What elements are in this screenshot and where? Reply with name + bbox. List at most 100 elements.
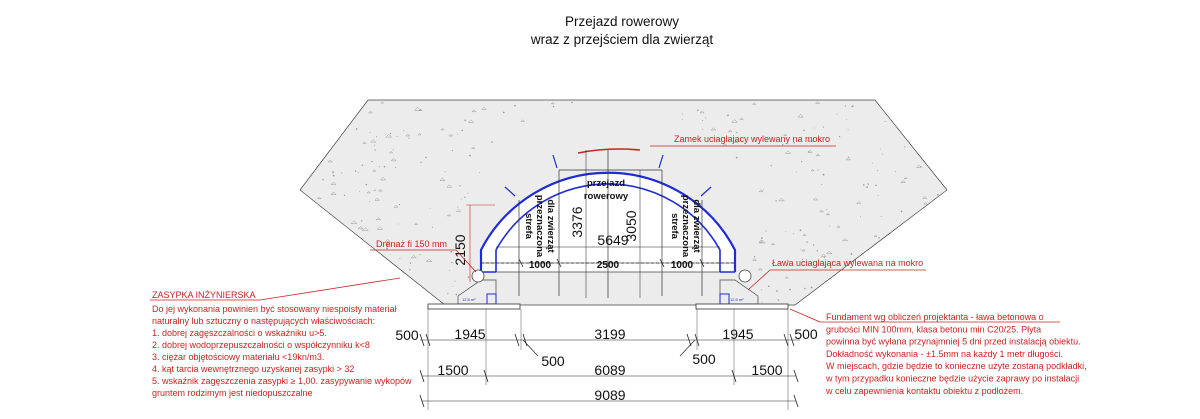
soil-speck — [863, 184, 865, 186]
backfill-notes: ZASYPKA INŻYNIERSKA Do jej wykonania pow… — [152, 290, 412, 398]
soil-speck — [736, 131, 738, 134]
soil-speck — [758, 189, 764, 193]
note-line: gruntem rodzimym jest niedopuszczalne — [152, 388, 313, 398]
soil-speck — [758, 239, 766, 244]
right-drain-pipe — [738, 269, 752, 283]
soil-speck — [873, 234, 878, 237]
soil-speck — [357, 226, 364, 230]
soil-speck — [409, 262, 412, 264]
soil-speck — [821, 183, 823, 186]
soil-speck — [408, 137, 410, 139]
soil-speck — [936, 193, 939, 196]
soil-speck — [757, 267, 763, 271]
soil-speck — [396, 135, 398, 138]
soil-speck — [375, 136, 378, 138]
soil-speck — [875, 184, 877, 186]
row1-right: 1945 — [722, 326, 753, 342]
left-drain-pipe — [471, 269, 485, 283]
right-footing-area-label: 12.5 m² — [730, 297, 744, 302]
soil-speck — [341, 172, 343, 174]
note-line: 5. wskaźnik zagęszczenia zasypki ≥ 1,00.… — [152, 376, 412, 386]
soil-speck — [782, 144, 784, 146]
note-line: Dokładność wykonania - ±1.5mm na każdy 1… — [826, 349, 1063, 359]
soil-speck — [838, 135, 841, 138]
soil-speck — [777, 299, 780, 302]
soil-speck — [479, 171, 480, 173]
soil-speck — [810, 286, 813, 289]
soil-speck — [550, 102, 555, 105]
soil-speck — [847, 129, 849, 131]
soil-speck — [797, 114, 804, 118]
note-line: 4. kąt tarcia wewnętrznego uzyskanej zas… — [152, 364, 354, 374]
soil-speck — [754, 256, 756, 258]
soil-speck — [758, 239, 764, 243]
soil-speck — [860, 216, 861, 218]
bench-label: Ława uciaglająca wylewana na mokro — [772, 258, 923, 268]
soil-speck — [372, 169, 377, 172]
soil-speck — [378, 166, 380, 168]
soil-speck — [502, 111, 505, 114]
soil-speck — [813, 127, 815, 129]
soil-speck — [697, 109, 699, 112]
row3-left: 1500 — [437, 362, 468, 378]
soil-speck — [362, 141, 367, 144]
soil-speck — [808, 138, 815, 143]
soil-speck — [359, 191, 360, 193]
soil-speck — [903, 176, 908, 179]
soil-speck — [514, 104, 516, 107]
soil-speck — [374, 149, 376, 151]
span-width: 5649 — [597, 232, 628, 248]
soil-speck — [374, 189, 376, 191]
soil-speck — [789, 288, 791, 291]
note-line: naturalny lub sztuczny o następujących w… — [152, 316, 375, 326]
soil-speck — [828, 225, 830, 227]
soil-speck — [699, 110, 705, 114]
backfill-callout-leader — [150, 277, 401, 301]
soil-speck — [900, 180, 906, 183]
soil-speck — [817, 169, 819, 171]
row2-right-step: 500 — [692, 351, 716, 367]
soil-speck — [836, 113, 838, 115]
soil-speck — [767, 285, 770, 288]
soil-speck — [332, 171, 334, 173]
soil-speck — [808, 151, 810, 153]
soil-speck — [386, 247, 388, 250]
soil-speck — [804, 287, 806, 290]
soil-speck — [467, 276, 470, 278]
note-line: grubości MIN 100mm, klasa betonu min C20… — [826, 324, 1041, 334]
soil-speck — [520, 119, 526, 122]
soil-speck — [702, 119, 704, 121]
soil-speck — [419, 254, 421, 256]
soil-speck — [877, 194, 879, 196]
soil-speck — [369, 131, 371, 133]
foundation-notes: Fundament wg obliczeń projektanta - ława… — [825, 312, 1087, 396]
drain-label: Drenaż fi 150 mm — [376, 239, 447, 249]
soil-speck — [900, 210, 903, 213]
row1-right-edge: 500 — [794, 326, 818, 342]
soil-speck — [727, 114, 729, 116]
soil-speck — [739, 117, 744, 120]
soil-speck — [784, 276, 789, 279]
soil-speck — [923, 201, 928, 205]
span-dimension: 5649 — [496, 232, 720, 248]
soil-speck — [880, 216, 882, 217]
soil-speck — [705, 117, 707, 119]
bike-path-line-1: przejazd — [587, 178, 625, 189]
soil-speck — [454, 280, 456, 282]
soil-speck — [461, 129, 464, 132]
soil-speck — [355, 128, 358, 130]
title-line-2: wraz z przejściem dla zwierząt — [530, 32, 714, 47]
soil-speck — [880, 148, 881, 150]
soil-speck — [455, 293, 458, 296]
soil-speck — [327, 159, 333, 163]
drain-callout: Drenaż fi 150 mm — [370, 239, 477, 273]
note-line: Fundament wg obliczeń projektanta - ława… — [826, 312, 1044, 322]
soil-speck — [814, 100, 821, 104]
left-animal-zone-line-2: dla zwierząt — [545, 199, 556, 253]
soil-speck — [845, 157, 852, 161]
soil-speck — [444, 171, 446, 173]
soil-speck — [795, 171, 797, 173]
soil-speck — [464, 119, 466, 122]
soil-speck — [405, 133, 411, 137]
soil-speck — [894, 171, 896, 173]
